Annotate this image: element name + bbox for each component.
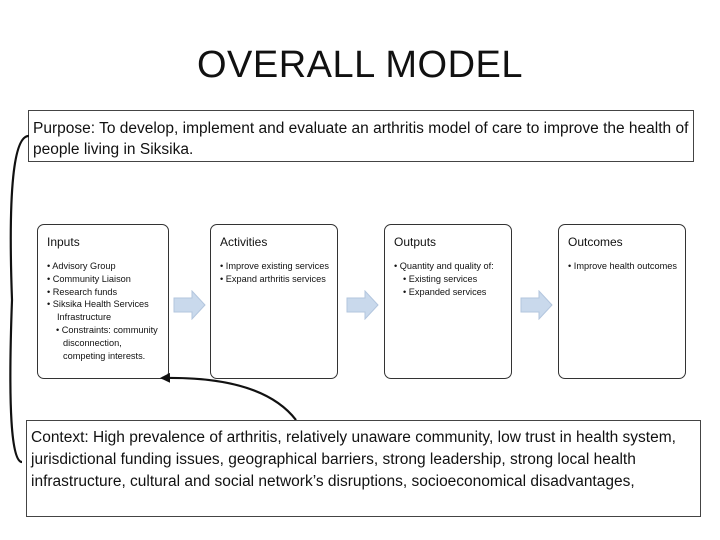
outcomes-heading: Outcomes xyxy=(568,235,623,249)
inputs-list: • Advisory Group • Community Liaison • Res… xyxy=(47,260,162,362)
flow-arrow-icon xyxy=(173,290,206,320)
list-item: • Siksika Health Services Infrastructure xyxy=(47,299,149,323)
page-title: OVERALL MODEL xyxy=(196,44,524,86)
left-bracket-arrow xyxy=(9,134,30,464)
context-to-inputs-arrow xyxy=(160,372,297,421)
context-text: Context: High prevalence of arthritis, r… xyxy=(31,429,676,490)
list-item: • Quantity and quality of: xyxy=(394,261,494,271)
inputs-heading: Inputs xyxy=(47,235,80,249)
list-item: • Improve existing services xyxy=(220,261,329,271)
list-item: • Research funds xyxy=(47,286,118,297)
outcomes-list: • Improve health outcomes xyxy=(568,260,679,273)
activities-heading: Activities xyxy=(220,235,268,249)
activities-list: • Improve existing services • Expand arth… xyxy=(220,260,331,286)
list-item: • Expanded services xyxy=(403,286,487,297)
flow-arrow-icon xyxy=(520,290,553,320)
outcomes-card: Outcomes • Improve health outcomes xyxy=(558,224,686,379)
list-item: • Community Liaison xyxy=(47,273,131,284)
activities-card: Activities • Improve existing services• … xyxy=(210,224,338,379)
outputs-list: • Quantity and quality of: • Existing ser… xyxy=(394,260,505,298)
list-item: • Existing services xyxy=(403,273,478,284)
outputs-heading: Outputs xyxy=(394,235,437,249)
purpose-text: Purpose: To develop, implement and evalu… xyxy=(33,120,689,158)
list-item: • Advisory Group xyxy=(47,261,116,271)
context-box: Context: High prevalence of arthritis, r… xyxy=(26,420,701,517)
inputs-card: Inputs • Advisory Group • Community Liais… xyxy=(37,224,169,379)
list-item: • Constraints: community disconnection, … xyxy=(56,324,158,361)
list-item: • Expand arthritis services xyxy=(220,273,326,284)
purpose-box: Purpose: To develop, implement and evalu… xyxy=(28,110,694,162)
flow-arrow-icon xyxy=(346,290,379,320)
list-item: • Improve health outcomes xyxy=(568,261,677,271)
outputs-card: Outputs • Quantity and quality of: • Exis… xyxy=(384,224,512,379)
